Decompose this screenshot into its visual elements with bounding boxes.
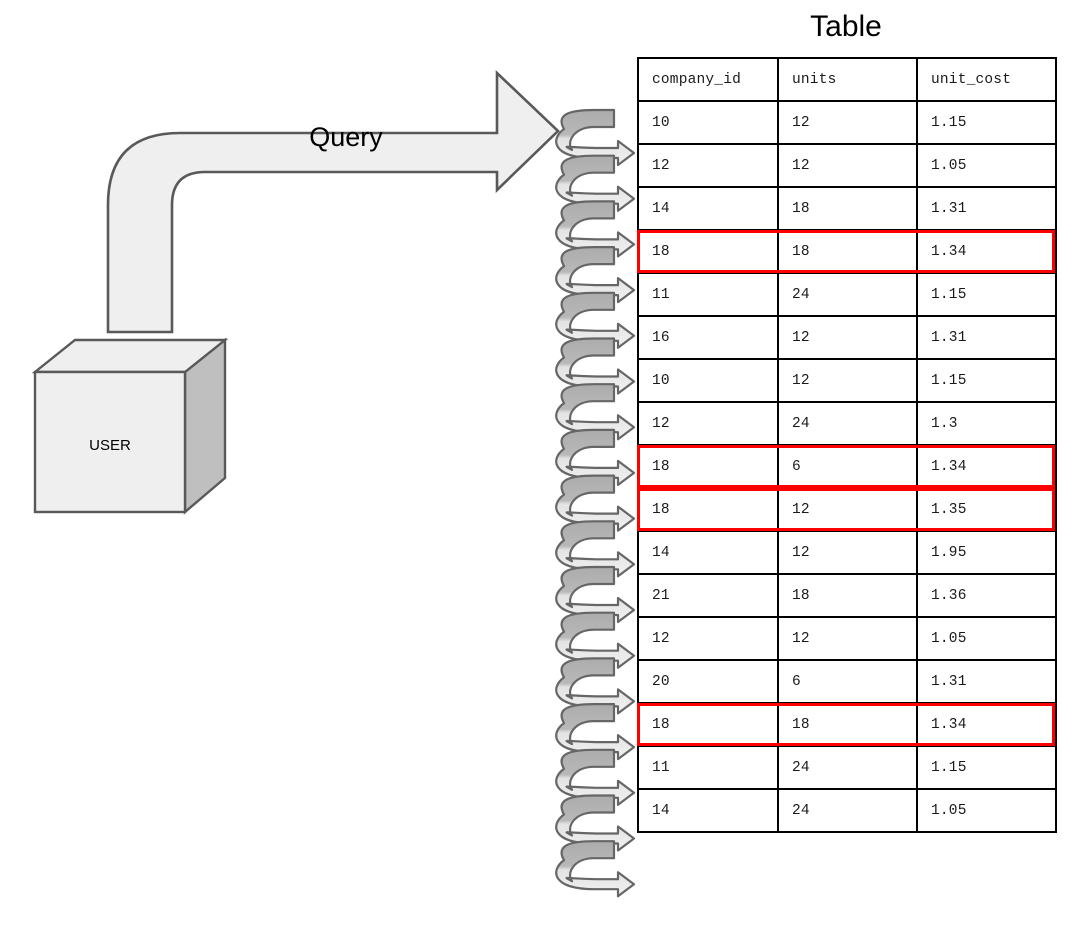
cell-company-id: 21 [637, 573, 779, 618]
cell-units: 18 [777, 229, 918, 274]
user-cube-shape [31, 337, 229, 515]
cell-unit-cost: 1.05 [916, 788, 1057, 833]
column-header-unit-cost: unit_cost [916, 57, 1057, 102]
cell-units: 24 [777, 272, 918, 317]
cell-units: 12 [777, 487, 918, 532]
cell-units: 12 [777, 143, 918, 188]
spiral-scan-arrows [555, 108, 636, 898]
cell-unit-cost: 1.31 [916, 315, 1057, 360]
cell-company-id: 11 [637, 272, 779, 317]
cell-company-id: 12 [637, 143, 779, 188]
cell-units: 18 [777, 702, 918, 747]
cell-units: 12 [777, 100, 918, 145]
table-header-row: company_id units unit_cost [637, 57, 1057, 102]
cell-unit-cost: 1.95 [916, 530, 1057, 575]
cell-unit-cost: 1.3 [916, 401, 1057, 446]
cell-unit-cost: 1.35 [916, 487, 1057, 532]
cell-unit-cost: 1.31 [916, 186, 1057, 231]
cell-company-id: 10 [637, 100, 779, 145]
cell-units: 12 [777, 315, 918, 360]
cell-company-id: 18 [637, 702, 779, 747]
cell-company-id: 18 [637, 444, 779, 489]
cell-company-id: 14 [637, 788, 779, 833]
cell-unit-cost: 1.05 [916, 616, 1057, 661]
cell-company-id: 18 [637, 229, 779, 274]
cell-unit-cost: 1.34 [916, 444, 1057, 489]
cell-units: 18 [777, 186, 918, 231]
cell-unit-cost: 1.15 [916, 100, 1057, 145]
cell-units: 18 [777, 573, 918, 618]
cell-units: 12 [777, 530, 918, 575]
cell-unit-cost: 1.34 [916, 229, 1057, 274]
cell-company-id: 20 [637, 659, 779, 704]
query-arrow-label: Query [309, 122, 383, 152]
cell-company-id: 16 [637, 315, 779, 360]
cell-units: 24 [777, 745, 918, 790]
page-title: Table [810, 10, 882, 43]
cell-unit-cost: 1.34 [916, 702, 1057, 747]
cell-company-id: 14 [637, 530, 779, 575]
user-cube-label: USER [89, 437, 131, 454]
cell-company-id: 12 [637, 616, 779, 661]
cell-company-id: 18 [637, 487, 779, 532]
cell-unit-cost: 1.15 [916, 358, 1057, 403]
cell-company-id: 10 [637, 358, 779, 403]
cell-units: 12 [777, 358, 918, 403]
cell-units: 24 [777, 401, 918, 446]
query-arrow-shape [106, 69, 560, 334]
cell-company-id: 14 [637, 186, 779, 231]
cell-units: 12 [777, 616, 918, 661]
spiral-arrow-icon [555, 840, 636, 898]
cell-units: 24 [777, 788, 918, 833]
cell-units: 6 [777, 659, 918, 704]
cell-company-id: 12 [637, 401, 779, 446]
cell-units: 6 [777, 444, 918, 489]
column-header-company-id: company_id [637, 57, 779, 102]
column-header-units: units [777, 57, 918, 102]
cell-unit-cost: 1.36 [916, 573, 1057, 618]
cell-unit-cost: 1.05 [916, 143, 1057, 188]
cell-unit-cost: 1.31 [916, 659, 1057, 704]
cell-unit-cost: 1.15 [916, 272, 1057, 317]
cell-unit-cost: 1.15 [916, 745, 1057, 790]
cell-company-id: 11 [637, 745, 779, 790]
